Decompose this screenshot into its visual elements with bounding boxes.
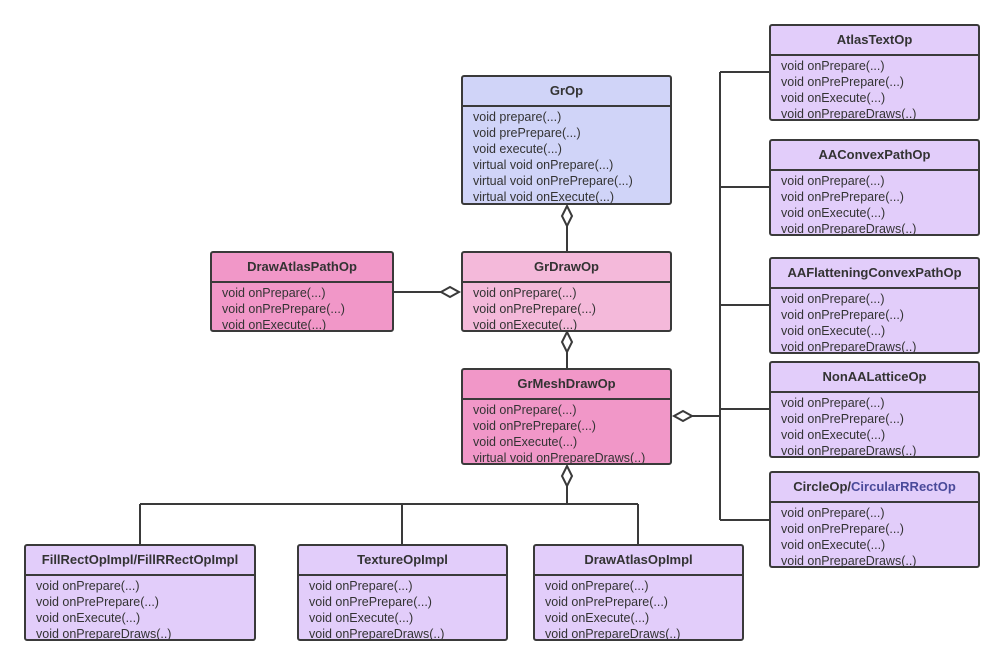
- method: void onPrepare(...): [309, 579, 413, 593]
- class-grop: GrOp void prepare(...) void prePrepare(.…: [461, 75, 672, 205]
- method: void onPrepareDraws(..): [781, 222, 917, 236]
- method: void onExecute(...): [309, 611, 414, 625]
- method-list: void onPrepare(...) void onPrePrepare(..…: [771, 289, 978, 354]
- class-fillrectopimpl: FillRectOpImpl/FillRRectOpImpl void onPr…: [24, 544, 256, 641]
- method: virtual void onPrepareDraws(..): [473, 451, 646, 465]
- method: void onPrePrepare(...): [473, 419, 596, 433]
- method: void onPrePrepare(...): [781, 522, 904, 536]
- class-atlastextop: AtlasTextOp void onPrepare(...) void onP…: [769, 24, 980, 121]
- class-name: GrMeshDrawOp: [463, 370, 670, 400]
- method-list: void onPrepare(...) void onPrePrepare(..…: [771, 56, 978, 121]
- class-name: CircleOp/CircularRRectOp: [771, 473, 978, 503]
- class-name: TextureOpImpl: [299, 546, 506, 576]
- method: void onPrePrepare(...): [36, 595, 159, 609]
- aggregation-diamond-grmeshdrawop-right: [671, 409, 695, 423]
- class-name: AAConvexPathOp: [771, 141, 978, 171]
- method: void onPrepareDraws(..): [36, 627, 172, 641]
- method-list: void onPrepare(...) void onPrePrepare(..…: [535, 576, 742, 641]
- class-nonaalatticeop: NonAALatticeOp void onPrepare(...) void …: [769, 361, 980, 458]
- method: void onExecute(...): [781, 324, 886, 338]
- method: void onPrePrepare(...): [309, 595, 432, 609]
- method: void onPrePrepare(...): [222, 302, 345, 316]
- method: void prePrepare(...): [473, 126, 581, 140]
- class-aaconvexpathop: AAConvexPathOp void onPrepare(...) void …: [769, 139, 980, 236]
- aggregation-diamond-grop: [560, 203, 574, 229]
- method: virtual void onPrepare(...): [473, 158, 614, 172]
- method: void onPrepare(...): [781, 506, 885, 520]
- class-name: AtlasTextOp: [771, 26, 978, 56]
- method: void onPrepareDraws(..): [781, 554, 917, 568]
- method-list: void onPrepare(...) void onPrePrepare(..…: [771, 503, 978, 568]
- method: virtual void onPrePrepare(...): [473, 174, 633, 188]
- aggregation-diamond-grdrawop-left: [438, 285, 462, 299]
- method: void onExecute(...): [473, 435, 578, 449]
- class-drawatlasopimpl: DrawAtlasOpImpl void onPrepare(...) void…: [533, 544, 744, 641]
- method: void prepare(...): [473, 110, 562, 124]
- method-list: void onPrepare(...) void onPrePrepare(..…: [463, 400, 670, 465]
- class-circleop: CircleOp/CircularRRectOp void onPrepare(…: [769, 471, 980, 568]
- method-list: void onPrepare(...) void onPrePrepare(..…: [212, 283, 392, 332]
- method: void onPrepare(...): [781, 174, 885, 188]
- method: void onExecute(...): [222, 318, 327, 332]
- method-list: void prepare(...) void prePrepare(...) v…: [463, 107, 670, 204]
- class-name: DrawAtlasPathOp: [212, 253, 392, 283]
- class-name: AAFlatteningConvexPathOp: [771, 259, 978, 289]
- class-name-primary: CircleOp: [793, 479, 848, 494]
- method: void onExecute(...): [781, 428, 886, 442]
- method: void onExecute(...): [473, 318, 578, 332]
- method-list: void onPrepare(...) void onPrePrepare(..…: [463, 283, 670, 332]
- aggregation-diamond-grdrawop-bottom: [560, 329, 574, 355]
- class-grmeshdrawop: GrMeshDrawOp void onPrepare(...) void on…: [461, 368, 672, 465]
- method: void onPrePrepare(...): [473, 302, 596, 316]
- method-list: void onPrepare(...) void onPrePrepare(..…: [771, 393, 978, 458]
- method-list: void onPrepare(...) void onPrePrepare(..…: [26, 576, 254, 641]
- method: void onPrePrepare(...): [781, 190, 904, 204]
- method: void execute(...): [473, 142, 562, 156]
- method: void onPrePrepare(...): [781, 308, 904, 322]
- class-name-secondary: CircularRRectOp: [851, 479, 956, 494]
- aggregation-diamond-grmeshdrawop-bottom: [560, 463, 574, 489]
- class-name: NonAALatticeOp: [771, 363, 978, 393]
- method: void onPrepareDraws(..): [781, 444, 917, 458]
- method: void onExecute(...): [36, 611, 141, 625]
- class-aaflatteningconvexpathop: AAFlatteningConvexPathOp void onPrepare(…: [769, 257, 980, 354]
- method: void onExecute(...): [781, 206, 886, 220]
- method: void onPrePrepare(...): [781, 75, 904, 89]
- method: void onPrepare(...): [781, 292, 885, 306]
- method: void onExecute(...): [781, 91, 886, 105]
- method: void onPrepare(...): [36, 579, 140, 593]
- method: void onPrepareDraws(..): [781, 340, 917, 354]
- class-drawatlaspathop: DrawAtlasPathOp void onPrepare(...) void…: [210, 251, 394, 332]
- class-name-separator: /: [847, 479, 852, 494]
- class-textureopimpl: TextureOpImpl void onPrepare(...) void o…: [297, 544, 508, 641]
- method: virtual void onExecute(...): [473, 190, 615, 204]
- method: void onPrePrepare(...): [545, 595, 668, 609]
- method: void onPrepare(...): [222, 286, 326, 300]
- method: void onExecute(...): [545, 611, 650, 625]
- method: void onPrepare(...): [781, 396, 885, 410]
- method: void onPrepare(...): [781, 59, 885, 73]
- method: void onPrepare(...): [545, 579, 649, 593]
- class-name: DrawAtlasOpImpl: [535, 546, 742, 576]
- class-name: GrDrawOp: [463, 253, 670, 283]
- class-name: FillRectOpImpl/FillRRectOpImpl: [26, 546, 254, 576]
- class-name: GrOp: [463, 77, 670, 107]
- method: void onPrepareDraws(..): [309, 627, 445, 641]
- method: void onExecute(...): [781, 538, 886, 552]
- method: void onPrePrepare(...): [781, 412, 904, 426]
- method: void onPrepare(...): [473, 403, 577, 417]
- method: void onPrepareDraws(..): [545, 627, 681, 641]
- method-list: void onPrepare(...) void onPrePrepare(..…: [299, 576, 506, 641]
- method: void onPrepareDraws(..): [781, 107, 917, 121]
- method-list: void onPrepare(...) void onPrePrepare(..…: [771, 171, 978, 236]
- method: void onPrepare(...): [473, 286, 577, 300]
- class-grdrawop: GrDrawOp void onPrepare(...) void onPreP…: [461, 251, 672, 332]
